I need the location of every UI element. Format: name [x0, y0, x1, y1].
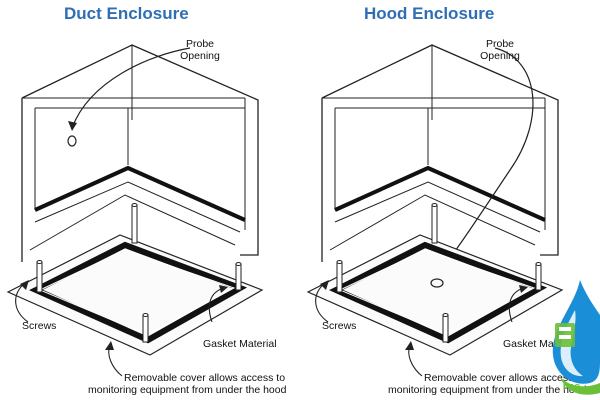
wall-gasket-line [334, 165, 546, 222]
wall-gasket-line [34, 165, 246, 222]
probe-arrow [71, 47, 191, 129]
enclosure-outline [21, 44, 259, 256]
duct-enclosure-title: Duct Enclosure [64, 4, 189, 23]
probe-opening-label: Probe Opening [180, 38, 220, 62]
cover-caption-line2: monitoring equipment from under the hood [388, 384, 587, 396]
enclosure-outline [321, 44, 559, 256]
logo-text: PRO [563, 383, 581, 392]
duct-enclosure-drawing [6, 44, 264, 377]
probe-opening-label: Probe Opening [480, 38, 520, 62]
probe-label-line2: Opening [180, 50, 220, 62]
probe-label-line2: Opening [480, 50, 520, 62]
probe-label-line1: Probe [185, 38, 215, 50]
gasket-material-label: Gasket Material [203, 338, 277, 350]
probe-arrow [439, 47, 534, 273]
hood-enclosure-drawing [306, 44, 564, 377]
cover-caption-line1: Removable cover allows access to [424, 372, 586, 384]
removable-cover-plate [6, 234, 264, 356]
hood-enclosure-title: Hood Enclosure [364, 4, 495, 23]
screws-label: Screws [22, 320, 57, 332]
water-drop-logo: PRO [545, 275, 600, 400]
cover-screws [336, 203, 542, 343]
removable-cover-plate [306, 234, 564, 356]
screws-label: Screws [322, 320, 357, 332]
cover-caption-line2: monitoring equipment from under the hood [88, 384, 287, 396]
probe-label-line1: Probe [485, 38, 515, 50]
water-drop-icon [552, 280, 600, 395]
probe-opening-hole [67, 135, 77, 147]
cover-caption-line1: Removable cover allows access to [124, 372, 286, 384]
probe-opening-hole [430, 278, 444, 288]
duct-enclosure-panel: Duct Enclosure Probe Opening Screws Gask… [6, 4, 287, 396]
cover-screws [36, 203, 242, 343]
